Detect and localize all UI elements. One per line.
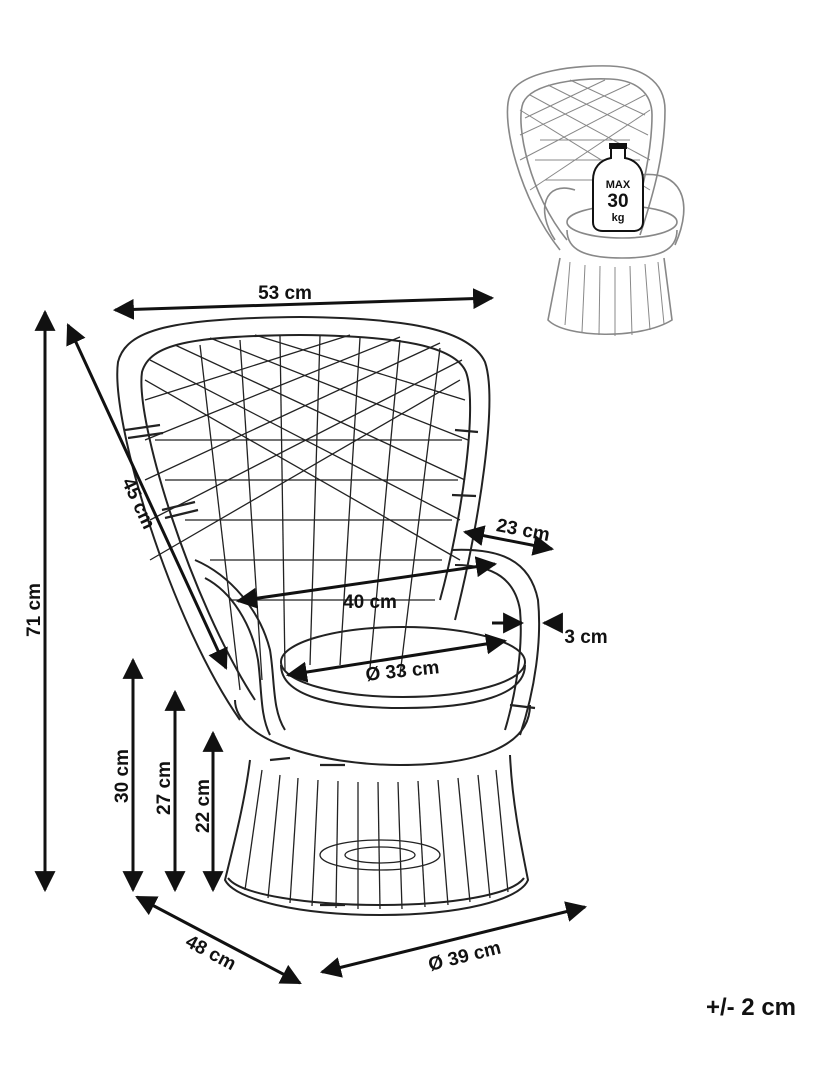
base-height-label: 22 cm: [193, 779, 214, 833]
tolerance-label: +/- 2 cm: [706, 994, 796, 1021]
dimension-labels: 53 cm 71 cm 45 cm 23 cm 40 cm 3 cm Ø 33 …: [24, 283, 796, 1021]
dimension-lines: [34, 288, 588, 985]
width-top-label: 53 cm: [258, 283, 312, 304]
inner-width-label: 40 cm: [343, 592, 397, 613]
inner-width-line: [235, 556, 498, 609]
seat-diameter-line: [285, 633, 508, 683]
depth-label: 48 cm: [182, 931, 239, 975]
max-weight-value: 30: [607, 191, 628, 212]
seat-cushion: [280, 626, 526, 698]
seat-height-label: 30 cm: [112, 749, 133, 803]
arm-thickness-label: 3 cm: [564, 627, 607, 648]
width-top-line: [112, 288, 495, 320]
total-height-label: 71 cm: [24, 583, 45, 637]
chair-drawing: [116, 315, 541, 917]
max-label: MAX: [606, 179, 631, 191]
base-diameter-line: [319, 901, 588, 978]
chair-base: [223, 754, 530, 917]
cushion-base-height-label: 27 cm: [154, 761, 175, 815]
arm-depth-label: 23 cm: [495, 515, 552, 546]
depth-line: [135, 895, 302, 985]
weight-icon: MAX 30 kg: [592, 143, 644, 232]
reference-chair-icon: [506, 65, 685, 336]
left-armrest: [194, 559, 286, 731]
back-diagonal-label: 45 cm: [117, 475, 159, 533]
weight-unit: kg: [612, 212, 625, 224]
back-diagonal-line: [66, 323, 228, 670]
arm-depth-line: [462, 525, 555, 556]
